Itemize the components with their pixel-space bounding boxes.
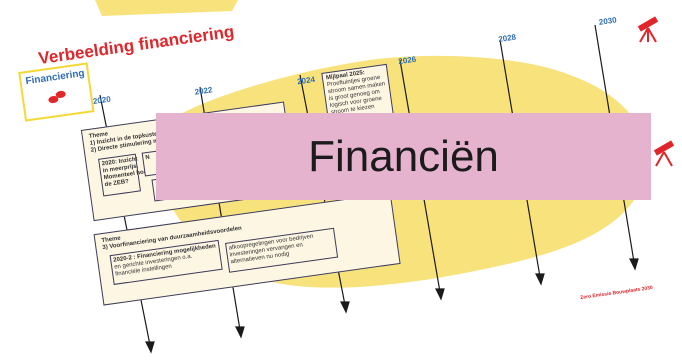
year-label: 2026 <box>397 54 417 67</box>
slide-title: Verbeelding financiering <box>37 21 236 69</box>
section-label: Financiering <box>24 68 86 88</box>
year-label: 2022 <box>194 85 213 97</box>
year-label: 2028 <box>497 32 517 44</box>
telescope-icon <box>653 140 675 167</box>
note-line: N <box>145 154 151 162</box>
year-label: 2020 <box>92 94 112 106</box>
year-label: 2030 <box>598 15 618 27</box>
banner-title: Financiën <box>308 132 499 181</box>
title-banner: Financiën <box>156 113 651 200</box>
telescope-icon <box>637 16 659 43</box>
footprints-icon <box>48 90 66 104</box>
year-label: 2024 <box>296 74 316 87</box>
top-yellow-strip <box>95 0 238 16</box>
section-tag: Financiering <box>18 62 95 122</box>
note-box: 2020: Inzicht in meerprijs. Momenteel ho… <box>98 153 148 197</box>
note-box: afkoopregelingen voor bedrijven invester… <box>225 227 339 273</box>
